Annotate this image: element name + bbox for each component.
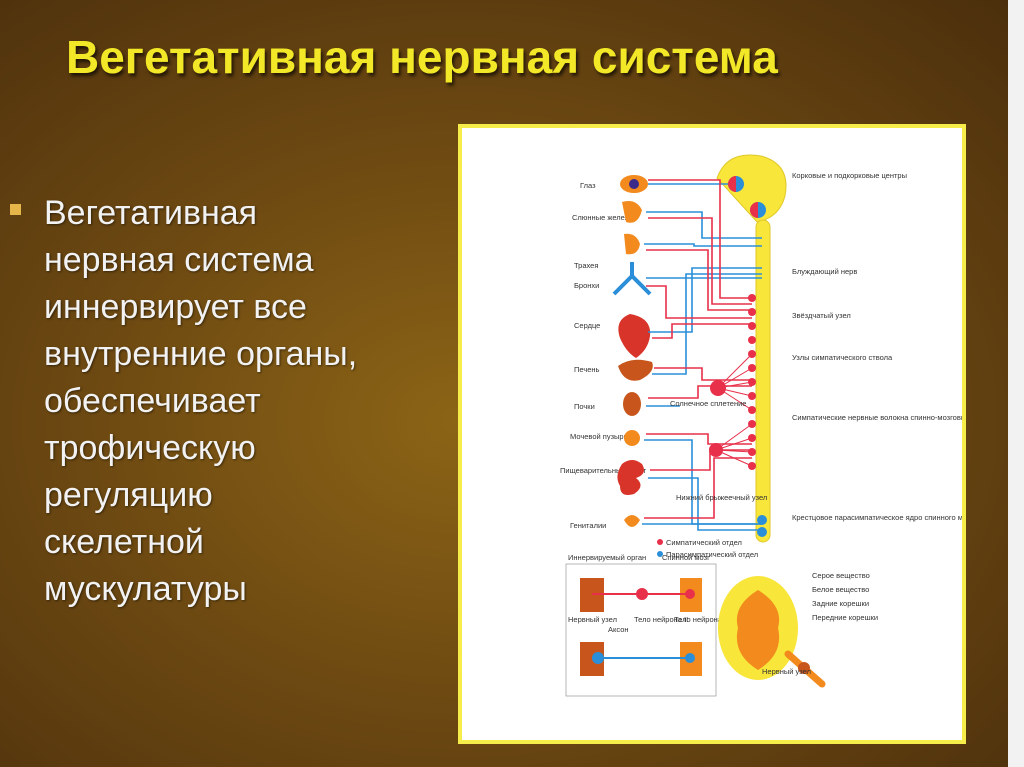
sympathetic-pathways	[644, 180, 752, 518]
sacral-nucleus-1	[757, 515, 767, 525]
organ-label-heart: Сердце	[574, 321, 600, 330]
gray-matter-label: Серое вещество	[812, 571, 870, 580]
ventral-roots-label: Передние корешки	[812, 613, 878, 622]
stellate-ganglion-label: Звёздчатый узел	[792, 311, 851, 320]
liver-shape	[618, 360, 653, 381]
neuron2-body-sympathetic	[636, 588, 648, 600]
bullet-text: Вегетативная нервная система иннервирует…	[44, 190, 444, 613]
diagram-frame: Глаз Слюнные железы Трахея Бронхи Сердце…	[458, 124, 966, 744]
parasympathetic-pathways	[642, 184, 762, 530]
sympathetic-fibers-label: Симпатические нервные волокна спинно-моз…	[792, 413, 962, 422]
organ-label-bronchi: Бронхи	[574, 281, 599, 290]
sacral-nucleus-2	[757, 527, 767, 537]
dorsal-roots-label: Задние корешки	[812, 599, 869, 608]
organ-label-trachea: Трахея	[574, 261, 598, 270]
organ-label-bladder: Мочевой пузырь	[570, 432, 628, 441]
spinal-cord-label: Спинной мозг	[662, 553, 710, 562]
bronchi-shape	[614, 262, 650, 294]
innervated-organ-label: Иннервируемый орган	[568, 553, 646, 562]
legend-sympathetic-dot	[657, 539, 663, 545]
pupil-shape	[629, 179, 639, 189]
vagus-nerve-label: Блуждающий нерв	[792, 267, 857, 276]
neuron2-body-parasympathetic	[592, 652, 604, 664]
neuron1-body-parasympathetic	[685, 653, 695, 663]
genitals-shape	[624, 515, 640, 527]
salivary-gland-2-shape	[624, 234, 640, 255]
heart-shape	[618, 314, 650, 358]
intestine-shape	[617, 460, 644, 495]
organ-label-salivary: Слюнные железы	[572, 213, 634, 222]
organ-label-liver: Печень	[574, 365, 600, 374]
neuron1-body-sympathetic	[685, 589, 695, 599]
slide-right-edge	[1008, 0, 1024, 767]
sacral-nucleus-label: Крестцовое парасимпатическое ядро спинно…	[792, 513, 962, 522]
nervous-system-diagram: Глаз Слюнные железы Трахея Бронхи Сердце…	[462, 128, 962, 740]
bullet-marker	[10, 204, 21, 215]
organ-label-eye: Глаз	[580, 181, 596, 190]
organ-label-kidney: Почки	[574, 402, 595, 411]
axon-label: Аксон	[608, 625, 629, 634]
slide-title: Вегетативная нервная система	[66, 30, 966, 84]
kidney-shape	[623, 392, 641, 416]
mesenteric-ganglion-label: Нижний брыжеечный узел	[676, 493, 767, 502]
organ-label-genitals: Гениталии	[570, 521, 606, 530]
ganglion-label: Нервный узел	[568, 615, 617, 624]
sympathetic-trunk-label: Узлы симпатического ствола	[792, 353, 893, 362]
nerve-ganglion-label: Нервный узел	[762, 667, 811, 676]
solar-plexus-label: Солнечное сплетение	[670, 399, 746, 408]
white-matter-label: Белое вещество	[812, 585, 869, 594]
legend-sympathetic-label: Симпатический отдел	[666, 538, 742, 547]
cortical-centers-label: Корковые и подкорковые центры	[792, 171, 907, 180]
bladder-shape	[624, 430, 640, 446]
